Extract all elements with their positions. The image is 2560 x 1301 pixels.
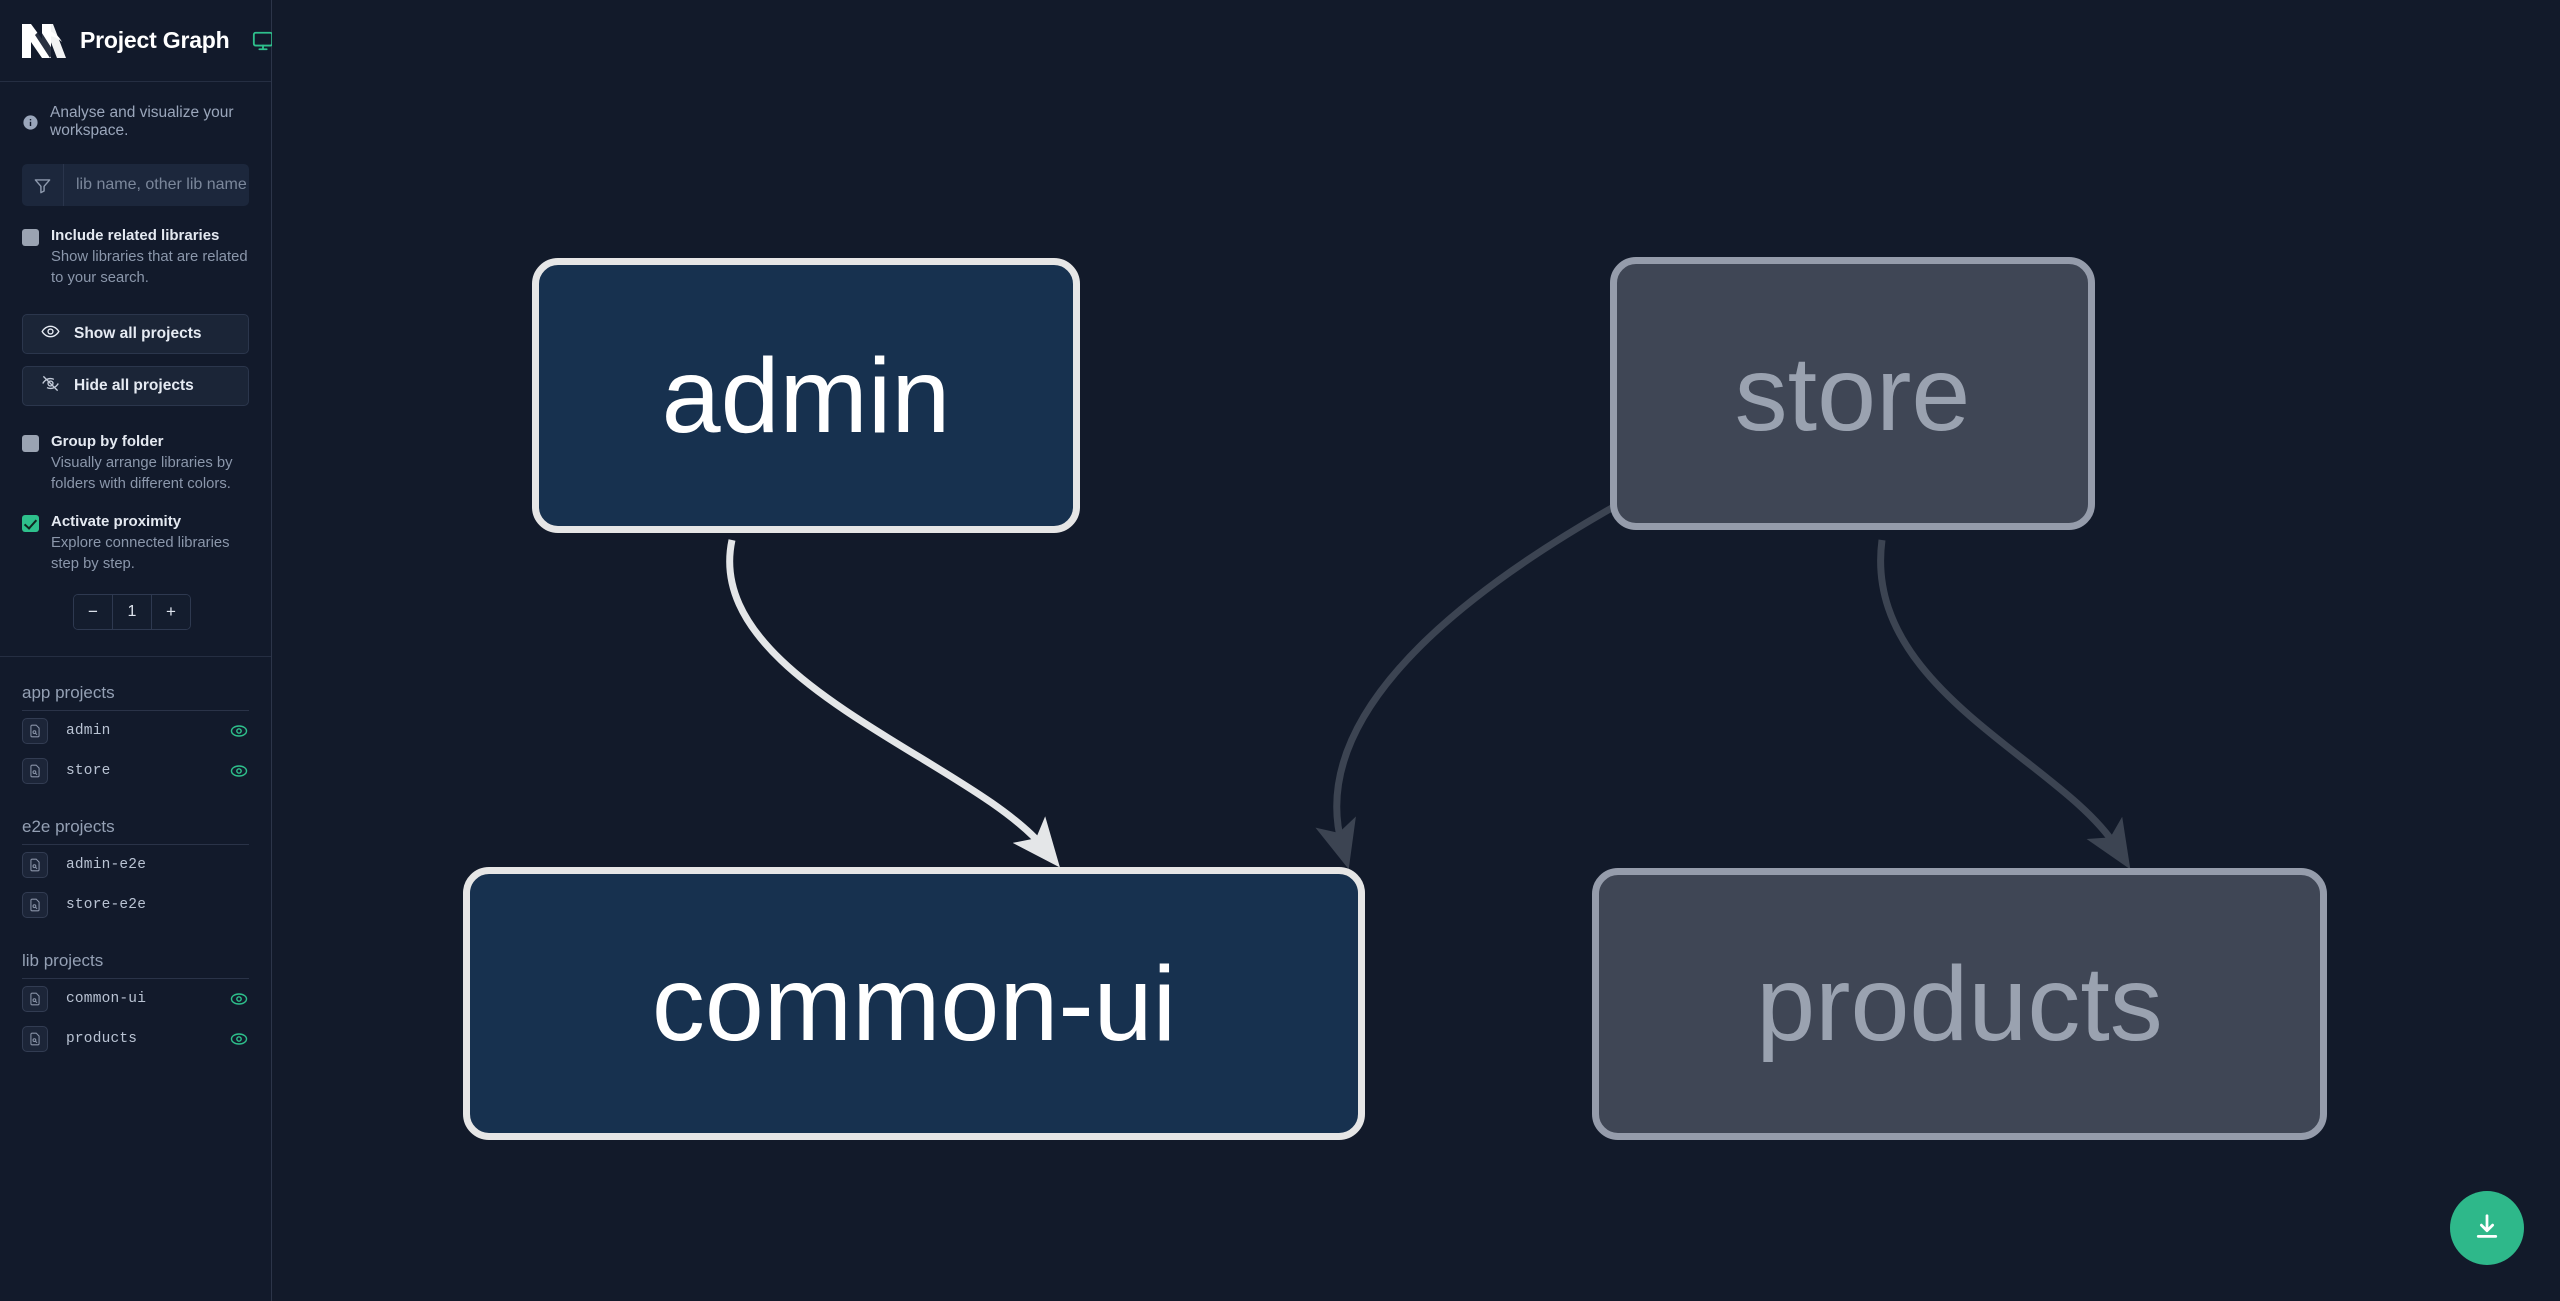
graph-canvas[interactable]: admin store common-ui products — [272, 0, 2560, 1301]
lib-project-icon — [22, 1026, 48, 1053]
eye-icon — [41, 322, 60, 346]
monitor-icon[interactable] — [252, 30, 274, 52]
filter-icon — [22, 164, 64, 206]
app-project-icon — [22, 758, 48, 785]
project-group-e2e: e2e projects admin-e2e store-e2e — [0, 817, 271, 925]
include-related-libraries-label: Include related libraries — [51, 227, 220, 244]
project-group-title: app projects — [22, 683, 249, 712]
project-name: common-ui — [66, 991, 147, 1008]
graph-node-products[interactable]: products — [1592, 868, 2327, 1140]
include-related-libraries-description: Show libraries that are related to your … — [51, 249, 248, 286]
project-name: admin — [66, 723, 111, 740]
project-group-app: app projects admin store — [0, 683, 271, 791]
graph-node-label: common-ui — [651, 944, 1177, 1063]
group-by-folder-checkbox[interactable] — [22, 435, 39, 453]
sidebar-header: Project Graph — [0, 0, 274, 82]
toggle-visibility-icon[interactable] — [229, 989, 249, 1009]
show-all-projects-button[interactable]: Show all projects — [22, 314, 249, 355]
graph-node-label: products — [1756, 945, 2163, 1063]
project-name: products — [66, 1031, 138, 1048]
download-graph-button[interactable] — [2450, 1191, 2524, 1265]
lib-project-icon — [22, 986, 48, 1013]
project-list-item-admin-e2e[interactable]: admin-e2e — [22, 845, 249, 885]
app-project-icon — [22, 718, 48, 745]
graph-node-admin[interactable]: admin — [532, 258, 1080, 533]
graph-node-label: admin — [661, 336, 951, 455]
toggle-visibility-icon[interactable] — [229, 721, 249, 741]
graph-node-store[interactable]: store — [1610, 257, 2095, 530]
project-list-item-store-e2e[interactable]: store-e2e — [22, 885, 249, 925]
info-icon — [22, 114, 39, 131]
toggle-visibility-icon[interactable] — [229, 1029, 249, 1049]
activate-proximity-description: Explore connected libraries step by step… — [51, 535, 230, 572]
project-name: store — [66, 763, 111, 780]
eye-off-icon — [41, 374, 60, 398]
search-input[interactable] — [64, 164, 249, 206]
edge-store-products — [1877, 539, 2131, 870]
option-activate-proximity[interactable]: Activate proximity Explore connected lib… — [0, 512, 271, 574]
project-list-item-store[interactable]: store — [22, 751, 249, 791]
activate-proximity-checkbox[interactable] — [22, 515, 39, 533]
activate-proximity-label: Activate proximity — [51, 513, 182, 531]
download-icon — [2472, 1212, 2502, 1245]
option-include-related-libraries[interactable]: Include related libraries Show libraries… — [0, 226, 271, 288]
edge-store-common-ui — [1315, 501, 1619, 870]
toggle-visibility-icon[interactable] — [229, 761, 249, 781]
project-list-item-admin[interactable]: admin — [22, 711, 249, 751]
sidebar-divider — [0, 656, 271, 658]
workspace-info-text: Analyse and visualize your workspace. — [50, 104, 234, 139]
option-group-by-folder[interactable]: Group by folder Visually arrange librari… — [0, 432, 271, 494]
project-group-title: lib projects — [22, 951, 249, 980]
project-name: admin-e2e — [66, 857, 147, 874]
nx-logo — [20, 20, 66, 62]
group-by-folder-label: Group by folder — [51, 433, 164, 451]
project-list-item-common-ui[interactable]: common-ui — [22, 979, 249, 1019]
include-related-libraries-checkbox[interactable] — [22, 229, 39, 246]
edge-admin-common-ui — [726, 539, 1060, 868]
workspace-info: Analyse and visualize your workspace. — [0, 82, 271, 140]
hide-all-projects-label: Hide all projects — [74, 377, 194, 395]
proximity-stepper[interactable]: − 1 + — [73, 594, 191, 631]
graph-node-label: store — [1734, 334, 1971, 453]
e2e-project-icon — [22, 852, 48, 879]
search-field[interactable] — [22, 164, 249, 206]
proximity-decrement-button[interactable]: − — [74, 595, 113, 630]
proximity-increment-button[interactable]: + — [152, 595, 190, 630]
e2e-project-icon — [22, 892, 48, 919]
project-list-item-products[interactable]: products — [22, 1019, 249, 1059]
project-group-title: e2e projects — [22, 817, 249, 846]
graph-node-common-ui[interactable]: common-ui — [463, 867, 1365, 1140]
proximity-value: 1 — [113, 595, 152, 630]
sidebar: Project Graph Analyse and visualize your… — [0, 0, 274, 1301]
show-all-projects-label: Show all projects — [74, 325, 202, 343]
page-title: Project Graph — [80, 27, 230, 53]
graph-edges — [726, 501, 2131, 870]
group-by-folder-description: Visually arrange libraries by folders wi… — [51, 455, 233, 492]
project-name: store-e2e — [66, 897, 147, 914]
project-group-lib: lib projects common-ui products — [0, 951, 271, 1059]
hide-all-projects-button[interactable]: Hide all projects — [22, 366, 249, 407]
